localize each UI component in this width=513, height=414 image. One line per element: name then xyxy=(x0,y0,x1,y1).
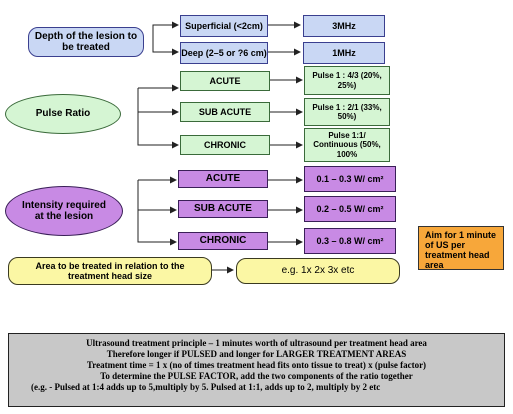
superficial-box: Superficial (<2cm) xyxy=(180,15,268,37)
intensity-chronic-label: CHRONIC xyxy=(199,235,247,247)
area-example: e.g. 1x 2x 3x etc xyxy=(281,265,355,277)
deep-frequency: 1MHz xyxy=(332,47,356,58)
principle-line-3: Treatment time = 1 x (no of times treatm… xyxy=(86,359,427,370)
intensity-ellipse: Intensity required at the lesion xyxy=(5,186,123,236)
depth-label: Depth of the lesion to be treated xyxy=(34,30,138,54)
pulse-acute-box: ACUTE xyxy=(180,71,270,91)
pulse-chronic-value-box: Pulse 1:1/ Continuous (50%, 100% xyxy=(304,128,390,162)
area-label-box: Area to be treated in relation to the tr… xyxy=(8,257,212,285)
aim-note: Aim for 1 minute of US per treatment hea… xyxy=(425,230,497,270)
intensity-acute-value-box: 0.1 – 0.3 W/ cm² xyxy=(304,166,396,192)
pulse-chronic-box: CHRONIC xyxy=(180,135,270,155)
principle-line-1: Ultrasound treatment principle – 1 minut… xyxy=(86,338,427,348)
pulse-subacute-box: SUB ACUTE xyxy=(180,102,270,122)
intensity-chronic-value: 0.3 – 0.8 W/ cm² xyxy=(316,235,384,246)
pulse-acute-value-box: Pulse 1 : 4/3 (20%, 25%) xyxy=(304,66,390,95)
area-example-box: e.g. 1x 2x 3x etc xyxy=(236,258,400,284)
pulse-acute-label: ACUTE xyxy=(209,75,241,86)
principle-line-2: Therefore longer if PULSED and longer fo… xyxy=(106,348,407,359)
pulse-chronic-value: Pulse 1:1/ Continuous (50%, 100% xyxy=(313,131,381,159)
intensity-subacute-box: SUB ACUTE xyxy=(178,200,268,218)
pulse-acute-value: Pulse 1 : 4/3 (20%, 25%) xyxy=(312,71,382,90)
intensity-subacute-value: 0.2 – 0.5 W/ cm² xyxy=(316,203,384,214)
intensity-chronic-box: CHRONIC xyxy=(178,232,268,250)
intensity-subacute-label: SUB ACUTE xyxy=(194,203,252,215)
pulse-subacute-label: SUB ACUTE xyxy=(198,106,252,117)
pulse-chronic-label: CHRONIC xyxy=(204,139,246,150)
principle-line-4: To determine the PULSE FACTOR, add the t… xyxy=(100,370,413,381)
superficial-frequency: 3MHz xyxy=(332,20,356,31)
aim-note-box: Aim for 1 minute of US per treatment hea… xyxy=(418,226,504,270)
area-label: Area to be treated in relation to the tr… xyxy=(35,260,185,281)
intensity-acute-box: ACUTE xyxy=(178,170,268,188)
pulse-ratio-label: Pulse Ratio xyxy=(35,108,91,120)
intensity-chronic-value-box: 0.3 – 0.8 W/ cm² xyxy=(304,228,396,254)
principle-box: Ultrasound treatment principle – 1 minut… xyxy=(8,333,505,407)
intensity-subacute-value-box: 0.2 – 0.5 W/ cm² xyxy=(304,196,396,222)
intensity-acute-value: 0.1 – 0.3 W/ cm² xyxy=(316,173,384,184)
depth-label-box: Depth of the lesion to be treated xyxy=(28,27,144,57)
pulse-subacute-value: Pulse 1 : 2/1 (33%, 50%) xyxy=(312,102,382,121)
superficial-label: Superficial (<2cm) xyxy=(185,20,263,31)
deep-label: Deep (2–5 or ?6 cm) xyxy=(181,47,267,58)
deep-frequency-box: 1MHz xyxy=(303,42,385,64)
pulse-subacute-value-box: Pulse 1 : 2/1 (33%, 50%) xyxy=(304,98,390,126)
intensity-label: Intensity required at the lesion xyxy=(22,199,106,223)
superficial-frequency-box: 3MHz xyxy=(303,15,385,37)
pulse-ratio-ellipse: Pulse Ratio xyxy=(5,94,121,134)
deep-box: Deep (2–5 or ?6 cm) xyxy=(180,42,268,64)
principle-line-5: (e.g. - Pulsed at 1:4 adds up to 5,multi… xyxy=(31,381,381,392)
intensity-acute-label: ACUTE xyxy=(205,173,241,185)
